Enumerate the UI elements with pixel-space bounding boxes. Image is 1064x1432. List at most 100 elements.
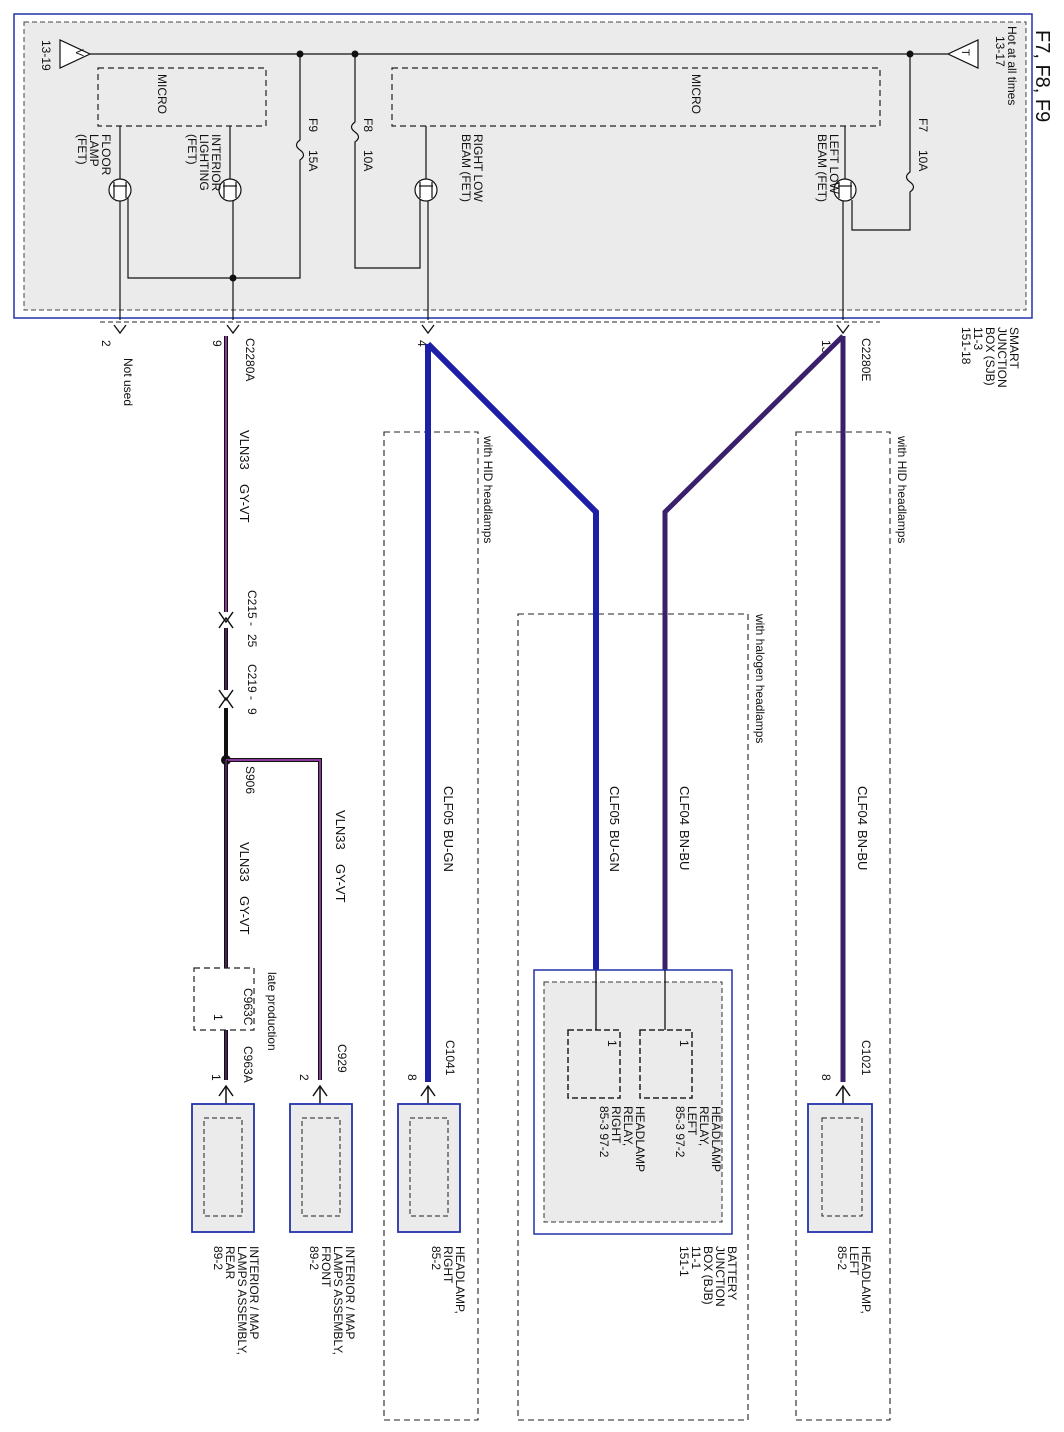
- svg-text:HEADLAMP,: HEADLAMP,: [859, 1246, 873, 1314]
- svg-text:CLF05: CLF05: [607, 786, 622, 825]
- wire-label-vln33-upper: VLN33 GY-VT: [237, 430, 252, 523]
- fuse-f8-rating: 10A: [361, 150, 375, 171]
- svg-text:BOX (BJB): BOX (BJB): [701, 1246, 715, 1305]
- svg-text:GY-VT: GY-VT: [237, 484, 252, 523]
- svg-text:BU-GN: BU-GN: [607, 830, 622, 872]
- wire-label-clf05-halogen: CLF05 BU-GN: [607, 786, 622, 872]
- wire-clf04-halogen: [662, 334, 845, 970]
- c1021-label: C1021: [859, 1040, 873, 1076]
- wire-label-vln33-rear: VLN33 GY-VT: [237, 842, 252, 935]
- halogen-option-box: [517, 613, 749, 1421]
- c215-connector-arrow: [218, 611, 234, 624]
- svg-text:HEADLAMP,: HEADLAMP,: [453, 1246, 467, 1314]
- c215-connector-arrow-2: [218, 616, 234, 629]
- c1041-label: C1041: [443, 1040, 457, 1076]
- svg-text:85-2: 85-2: [835, 1246, 849, 1270]
- interior-rear-label: INTERIOR / MAP LAMPS ASSEMBLY, REAR 89-2: [211, 1246, 261, 1355]
- power-arrow-letter: T: [959, 49, 971, 56]
- svg-text:FRONT: FRONT: [319, 1246, 333, 1288]
- svg-text:VLN33: VLN33: [237, 842, 252, 882]
- svg-text:INTERIOR / MAP: INTERIOR / MAP: [247, 1246, 261, 1339]
- fuse-f7-id: F7: [916, 118, 930, 132]
- fuse-f8-id: F8: [361, 118, 375, 132]
- c215-dash: -: [245, 622, 259, 626]
- c929-pin: 2: [297, 1074, 311, 1081]
- svg-text:RELAY,: RELAY,: [697, 1106, 711, 1146]
- fet-right-low-label: RIGHT LOW BEAM (FET): [459, 134, 485, 202]
- micro-label-right: MICRO: [689, 74, 703, 114]
- relay-left-pin: 1: [677, 1040, 691, 1047]
- svg-text:151-18: 151-18: [959, 327, 973, 365]
- headlamp-left-inner: [821, 1117, 863, 1217]
- svg-text:LAMP: LAMP: [87, 134, 101, 167]
- fet-floor-label: FLOOR LAMP (FET): [75, 134, 113, 176]
- sjb-label: SMART JUNCTION BOX (SJB) 11-3 151-18: [959, 327, 1021, 388]
- c1021-pin: 8: [819, 1074, 833, 1081]
- svg-text:INTERIOR / MAP: INTERIOR / MAP: [343, 1246, 357, 1339]
- svg-text:BN-BU: BN-BU: [855, 830, 870, 870]
- svg-text:GY-VT: GY-VT: [333, 864, 348, 903]
- fet-interior-lighting: [218, 126, 242, 320]
- svg-text:(FET): (FET): [185, 134, 199, 165]
- svg-text:RELAY,: RELAY,: [621, 1106, 635, 1146]
- svg-text:85-3 97-2: 85-3 97-2: [673, 1106, 687, 1158]
- svg-text:SMART: SMART: [1007, 327, 1021, 369]
- c2280a-pin4-arrow: [421, 324, 435, 335]
- svg-text:CLF04: CLF04: [677, 786, 692, 825]
- bjb-inner-box: [543, 981, 723, 1223]
- svg-text:RIGHT: RIGHT: [609, 1106, 623, 1144]
- wire-label-clf04-halogen: CLF04 BN-BU: [677, 786, 692, 870]
- svg-text:13-17: 13-17: [993, 36, 1007, 67]
- hid-right-option-label: with HID headlamps: [481, 435, 495, 543]
- c929-label: C929: [335, 1044, 349, 1073]
- svg-text:REAR: REAR: [223, 1246, 237, 1280]
- interior-rear-inner: [203, 1117, 243, 1217]
- svg-text:BATTERY: BATTERY: [725, 1246, 739, 1300]
- relay-left-box: [639, 1029, 693, 1099]
- svg-text:BEAM (FET): BEAM (FET): [815, 134, 829, 202]
- svg-text:LEFT: LEFT: [685, 1106, 699, 1136]
- wire-label-clf05-hid: CLF05 BU-GN: [441, 786, 456, 872]
- fuse-f9-rating: 15A: [306, 150, 320, 171]
- svg-text:85-2: 85-2: [429, 1246, 443, 1270]
- svg-text:11-1: 11-1: [689, 1246, 703, 1269]
- c215-pin: 25: [245, 634, 259, 648]
- pin-9-label: 9: [210, 340, 224, 347]
- hid-left-option-box: [795, 431, 891, 1421]
- svg-text:LEFT LOW: LEFT LOW: [827, 134, 841, 194]
- c2280a-pin2-arrow: [113, 324, 127, 335]
- interior-front-inner: [301, 1117, 341, 1217]
- headlamp-right-label: HEADLAMP, RIGHT 85-2: [429, 1246, 467, 1314]
- c2280e-pin13-arrow: [836, 324, 850, 335]
- svg-text:BOX (SJB): BOX (SJB): [983, 327, 997, 386]
- diagram-title: F7, F8, F9: [1031, 30, 1053, 122]
- c963c-box: [193, 967, 255, 1031]
- bjb-label: BATTERY JUNCTION BOX (BJB) 11-1 151-1: [677, 1246, 739, 1307]
- c2280e-label: C2280E: [859, 338, 873, 381]
- svg-text:JUNCTION: JUNCTION: [995, 327, 1009, 388]
- micro-box-right: [391, 67, 881, 127]
- headlamp-right-inner: [409, 1117, 449, 1217]
- relay-right-pin: 1: [605, 1040, 619, 1047]
- svg-text:CLF04: CLF04: [855, 786, 870, 825]
- svg-text:151-1: 151-1: [677, 1246, 691, 1277]
- halogen-option-label: with halogen headlamps: [753, 613, 767, 743]
- svg-text:BU-GN: BU-GN: [441, 830, 456, 872]
- micro-box-left: [97, 67, 267, 127]
- wire-label-clf04-hid: CLF04 BN-BU: [855, 786, 870, 870]
- c215-label: C215: [245, 590, 259, 619]
- svg-text:LAMPS ASSEMBLY,: LAMPS ASSEMBLY,: [331, 1246, 345, 1355]
- c219-pin: 9: [245, 708, 259, 715]
- relay-right-box: [567, 1029, 621, 1099]
- svg-text:Hot at all times: Hot at all times: [1005, 26, 1019, 105]
- svg-text:HEADLAMP: HEADLAMP: [633, 1106, 647, 1172]
- svg-text:(FET): (FET): [75, 134, 89, 165]
- c963a-label: C963A: [241, 1046, 255, 1083]
- fuse-f9-id: F9: [306, 118, 320, 132]
- svg-text:FLOOR: FLOOR: [99, 134, 113, 176]
- ground-ref-symbol: [59, 39, 92, 69]
- not-used-label: Not used: [121, 358, 135, 406]
- svg-text:89-2: 89-2: [307, 1246, 321, 1270]
- svg-text:CLF05: CLF05: [441, 786, 456, 825]
